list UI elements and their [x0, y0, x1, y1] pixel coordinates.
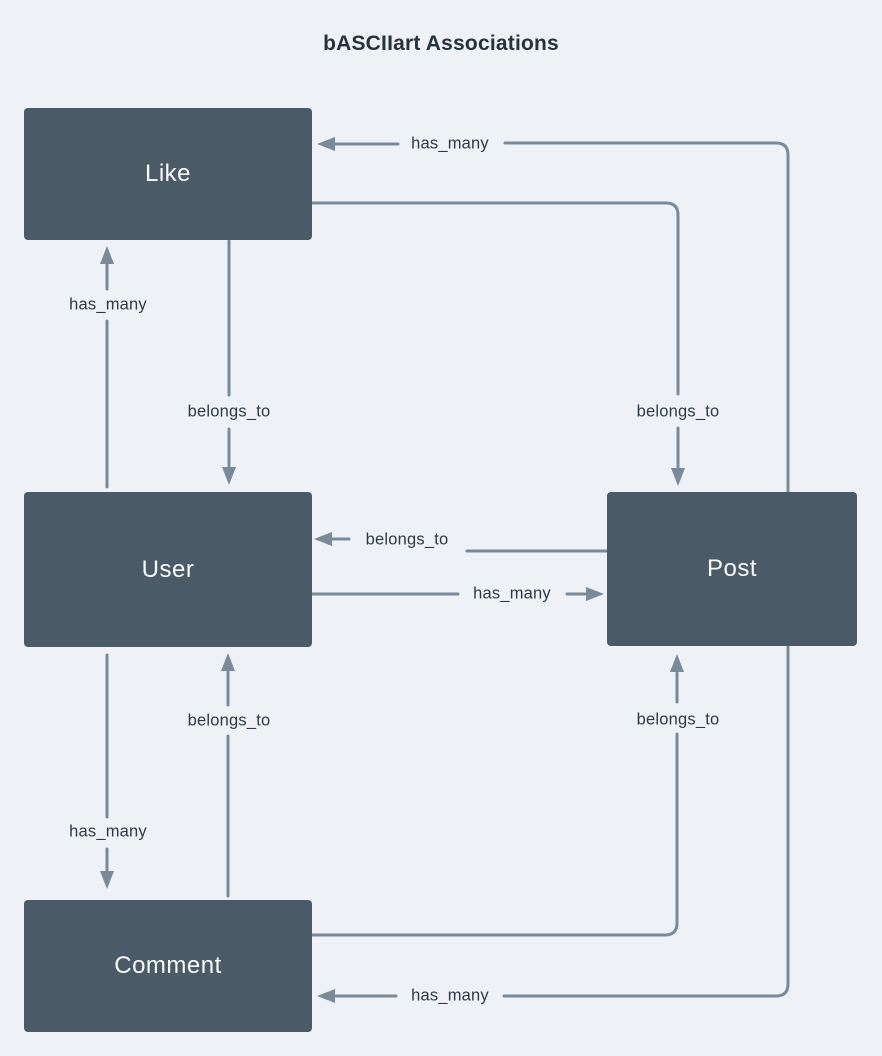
edge-post-like-arrowhead-icon: [317, 137, 335, 151]
edge-post-like-path: [503, 141, 790, 494]
edge-post-user-arrowhead-icon: [314, 532, 332, 546]
edge-label-user-post: has_many: [473, 584, 551, 603]
edge-label-user-comment: has_many: [69, 822, 147, 841]
edge-user-like-arrowhead-icon: [100, 246, 114, 264]
edge-user-comment-arrowhead-icon: [100, 871, 114, 889]
edge-label-user-like: has_many: [69, 295, 147, 314]
node-label: User: [141, 555, 195, 583]
edge-post-comment-path: [502, 644, 790, 998]
edge-like-post-arrowhead-icon: [671, 468, 685, 486]
node-like: Like: [24, 108, 312, 240]
edge-like-user-arrowhead-icon: [222, 467, 236, 485]
edge-label-comment-post: belongs_to: [636, 710, 720, 729]
edge-comment-user-arrowhead-icon: [221, 653, 235, 671]
edge-label-post-like: has_many: [411, 134, 489, 153]
edge-label-comment-user: belongs_to: [187, 711, 271, 730]
edge-user-post-arrowhead-icon: [586, 587, 604, 601]
edge-label-like-user: belongs_to: [187, 402, 271, 421]
node-user: User: [24, 492, 312, 647]
node-label: Like: [144, 160, 192, 187]
edge-comment-post-arrowhead-icon: [670, 654, 684, 672]
edge-label-post-user: belongs_to: [365, 530, 449, 549]
edge-label-like-post: belongs_to: [636, 402, 720, 421]
node-label: Comment: [114, 952, 222, 979]
edge-like-post-path: [310, 201, 680, 396]
edge-label-post-comment: has_many: [411, 986, 489, 1005]
node-post: Post: [607, 492, 857, 646]
edge-post-comment-arrowhead-icon: [317, 989, 335, 1003]
node-label: Post: [706, 555, 758, 582]
edge-comment-post-path: [310, 732, 679, 937]
diagram-title: bASCIIart Associations: [323, 32, 559, 55]
node-comment: Comment: [24, 900, 312, 1032]
